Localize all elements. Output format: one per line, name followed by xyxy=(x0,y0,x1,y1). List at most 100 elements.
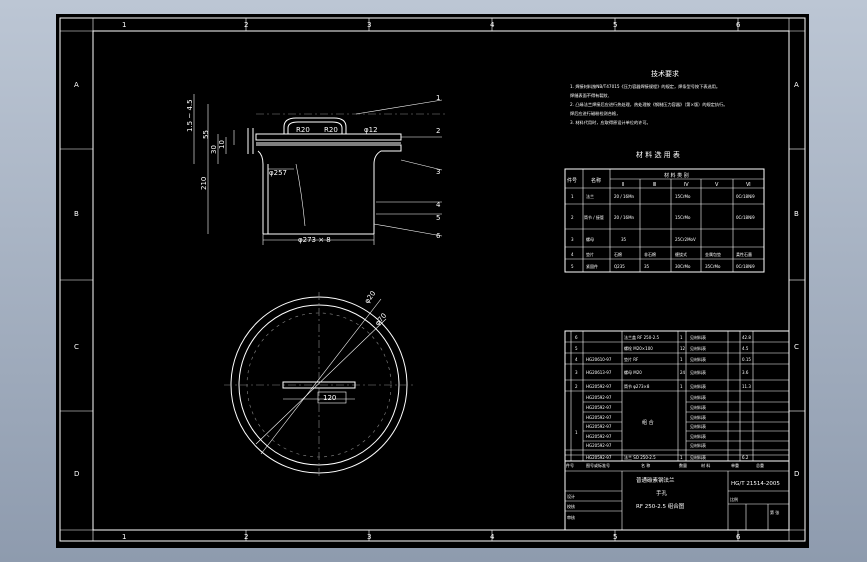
bom-row2-no: 5 xyxy=(575,346,578,351)
mt-row5-c5: 0Cr18Ni9 xyxy=(736,264,755,269)
mt-row3-no: 3 xyxy=(571,237,574,242)
bom-row4-name: 螺母 M20 xyxy=(624,369,642,375)
bom-extra-5: HG20592-97 xyxy=(586,434,612,439)
bom-extra-3: HG20592-97 xyxy=(586,415,612,420)
handle-plan xyxy=(282,381,356,389)
mt-row1-no: 1 xyxy=(571,194,574,199)
mt-header-name: 名称 xyxy=(591,177,601,184)
bom-extra-mat-1: 见材料表 xyxy=(690,394,706,400)
mt-row4-c2: 非石棉 xyxy=(644,251,656,257)
row-label-d: D xyxy=(74,470,79,478)
bom-extra-4: HG20592-97 xyxy=(586,424,612,429)
row-label-b-right: B xyxy=(794,210,799,218)
leader-3-label: 3 xyxy=(436,168,440,176)
mt-row2-c5: 0Cr18Ni9 xyxy=(736,215,755,220)
dim-120-box xyxy=(317,391,347,404)
dim-55: 55 xyxy=(202,130,210,139)
col-label-4: 4 xyxy=(490,21,495,29)
leader-5-label: 5 xyxy=(436,214,440,222)
bom-row1-name: 法兰盖 RF 250-2.5 xyxy=(624,334,660,340)
section-view: 1 2 3 4 5 6 R20 R20 φ12 φ257 φ273 × 8 21… xyxy=(186,94,446,245)
leader-2-label: 2 xyxy=(436,127,440,135)
bom-row4-qty: 24 xyxy=(680,370,686,375)
col-label-1: 1 xyxy=(122,21,126,29)
leader-4-label: 4 xyxy=(436,201,441,209)
bom-row2-qty: 12 xyxy=(680,346,686,351)
plan-view: 120 φ20 φ70 xyxy=(224,289,416,478)
note-line-2: 焊缝表面不得有裂纹、 xyxy=(570,92,612,99)
zone-ticks xyxy=(60,18,805,541)
handle-inner xyxy=(287,121,343,134)
leader-1-label: 1 xyxy=(436,94,440,102)
tb-title-3: RF 250-2.5 组合图 xyxy=(636,502,685,510)
bom-extra-mat-5: 见材料表 xyxy=(690,433,706,439)
flange-hub xyxy=(257,150,264,234)
bom-extra-6: HG20592-97 xyxy=(586,443,612,448)
mt-row3-c3: 25Cr2MoV xyxy=(675,237,696,242)
dim-d257: φ257 xyxy=(269,169,287,177)
material-table-title: 材 料 选 用 表 xyxy=(636,150,680,159)
leader-6-label: 6 xyxy=(436,232,441,240)
col-label-4-bottom: 4 xyxy=(490,533,495,541)
tb-sheet-label: 第 张 xyxy=(770,509,779,515)
mt-sub-4: Ⅳ xyxy=(684,182,689,188)
mt-row5-name: 紧固件 xyxy=(586,263,598,269)
bom-row5-mat: 见材料表 xyxy=(690,383,706,389)
bom-row6-no: 1 xyxy=(575,430,578,435)
technical-notes: 技术要求 1. 焊接材料按NB/T47015《压力容器焊接规程》的规定，焊条型号… xyxy=(570,69,728,126)
mt-row2-no: 2 xyxy=(571,215,574,220)
dim-r20-b: R20 xyxy=(324,126,338,134)
bom-row1-mat: 见材料表 xyxy=(690,334,706,340)
col-label-2: 2 xyxy=(244,21,248,29)
row-label-a-right: A xyxy=(794,81,799,89)
bom-row4-code: HG20613-97 xyxy=(586,370,612,375)
dim-d273: φ273 × 8 xyxy=(298,236,331,244)
dim-10: 10 xyxy=(218,140,226,149)
col-label-3-bottom: 3 xyxy=(367,533,371,541)
bom-row3-qty: 1 xyxy=(680,357,683,362)
drawing-sheet: 1 2 3 4 5 6 1 2 3 4 5 6 A B C D A B C D xyxy=(56,14,809,548)
col-label-2-bottom: 2 xyxy=(244,533,248,541)
bom-hdr-no: 件号 xyxy=(566,462,574,468)
tb-label-check: 校核 xyxy=(567,503,575,509)
tb-label-design: 设计 xyxy=(567,493,575,499)
mt-row2-c1: 20 / 16Mn xyxy=(614,215,635,220)
bom-row6-qty: 1 xyxy=(680,455,683,460)
bom-hdr-qty: 数量 xyxy=(679,462,687,468)
outer-frame xyxy=(59,17,806,542)
row-label-a: A xyxy=(74,81,79,89)
tb-scale-label: 比例 xyxy=(730,496,738,502)
bom-hdr-unit: 单重 xyxy=(731,462,739,468)
bom-row4-mass: 3.6 xyxy=(742,370,749,375)
col-label-6: 6 xyxy=(736,21,741,29)
dim-d12: φ12 xyxy=(364,126,378,134)
zone-labels: 1 2 3 4 5 6 1 2 3 4 5 6 A B C D A B C D xyxy=(74,21,799,541)
mt-row4-c4: 金属包垫 xyxy=(705,251,721,257)
mt-row5-c3: 30CrMo xyxy=(675,264,691,269)
mt-row4-name: 垫片 xyxy=(586,251,594,257)
dim-wall: 1.5 ~ 4.5 xyxy=(186,99,194,132)
note-line-1: 1. 焊接材料按NB/T47015《压力容器焊接规程》的规定，焊条型号按下表选用… xyxy=(570,83,720,90)
parts-list: 6 法兰盖 RF 250-2.5 1 见材料表 42.8 5 螺栓 M20×10… xyxy=(564,330,790,468)
mt-row2-c3: 15CrMo xyxy=(675,215,691,220)
mt-row1-c1: 20 / 16Mn xyxy=(614,194,635,199)
mt-row5-c4: 35CrMo xyxy=(705,264,721,269)
bom-row6-mass: 6.2 xyxy=(742,455,749,460)
mt-row4-c3: 缠绕式 xyxy=(675,251,687,257)
bom-row6-code: HG20592-97 xyxy=(586,455,612,460)
bom-row1-no: 6 xyxy=(575,335,578,340)
mt-row5-c1: Q235 xyxy=(614,264,625,269)
bom-row5-mass: 11.3 xyxy=(742,384,751,389)
dim-r20-a: R20 xyxy=(296,126,310,134)
mt-row4-c1: 石棉 xyxy=(614,251,622,257)
row-label-c-right: C xyxy=(794,343,799,351)
mt-header-no: 件号 xyxy=(567,177,577,184)
tb-title-2: 手孔 xyxy=(656,489,668,497)
mt-header-class: 材 料 类 别 xyxy=(664,172,689,179)
bom-row2-mass: 4.5 xyxy=(742,346,749,351)
bom-row5-qty: 1 xyxy=(680,384,683,389)
leader-1 xyxy=(355,99,443,115)
mt-sub-5: Ⅴ xyxy=(715,182,719,188)
bom-extra-1: HG20592-97 xyxy=(586,395,612,400)
bom-merged-cell: 组 合 xyxy=(642,419,654,426)
